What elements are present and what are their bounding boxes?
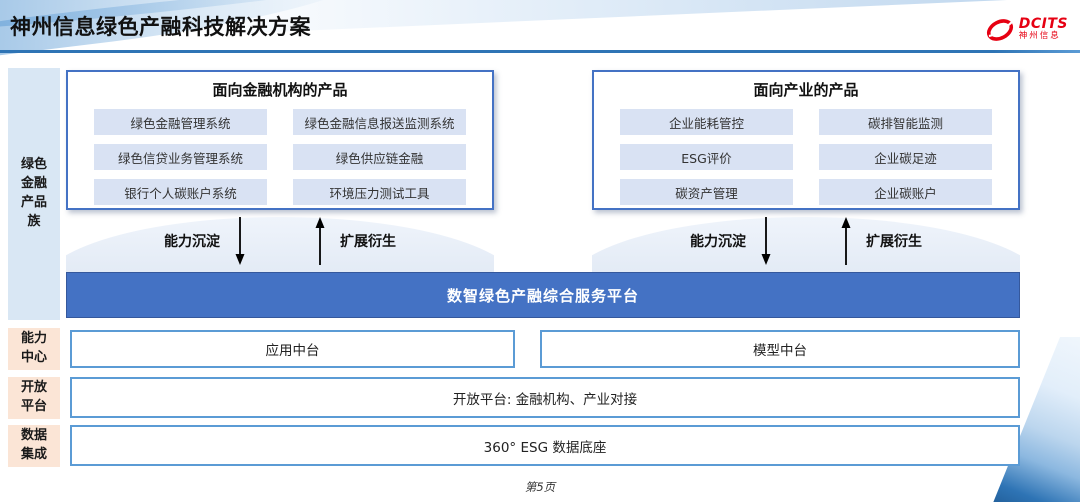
product-chip: 环境压力测试工具 [293,179,466,205]
open-platform-box: 开放平台: 金融机构、产业对接 [70,377,1020,418]
financial-box-title: 面向金融机构的产品 [212,81,348,99]
product-chip: 企业碳账户 [819,179,992,205]
arrow-up-icon [315,216,325,265]
industry-chip-grid: 企业能耗管控 碳排智能监测 ESG评价 企业碳足迹 碳资产管理 企业碳账户 [594,109,1018,205]
logo-brand: DCITS [1018,16,1068,33]
sidebar-item-open-platform: 开放 平台 [8,377,60,419]
dome-decoration [592,217,1020,272]
company-logo: DCITS 神州信息 [985,14,1068,44]
product-chip: 绿色供应链金融 [293,144,466,170]
product-chip: 碳资产管理 [620,179,793,205]
arrow-down-icon [761,216,771,265]
arrow-down-icon [235,216,245,265]
financial-products-box: 面向金融机构的产品 绿色金融管理系统 绿色金融信息报送监测系统 绿色信贷业务管理… [66,70,494,210]
logo-text: DCITS 神州信息 [1019,17,1068,41]
product-chip: 绿色金融信息报送监测系统 [293,109,466,135]
product-chip: 银行个人碳账户系统 [94,179,267,205]
model-middleware-box: 模型中台 [540,330,1020,368]
header-divider-line [0,50,1080,53]
page-title: 神州信息绿色产融科技解决方案 [10,15,311,39]
dome-decoration [66,217,494,272]
product-chip: 企业碳足迹 [819,144,992,170]
platform-bar: 数智绿色产融综合服务平台 [66,272,1020,318]
product-chip: 绿色信贷业务管理系统 [94,144,267,170]
product-chip: 绿色金融管理系统 [94,109,267,135]
sidebar-item-product-family: 绿色 金融 产品 族 [8,68,60,320]
expand-derive-label: 扩展衍生 [866,233,922,250]
product-chip: ESG评价 [620,144,793,170]
capability-settle-label: 能力沉淀 [690,233,746,250]
logo-brand-cn: 神州信息 [1018,30,1061,41]
financial-chip-grid: 绿色金融管理系统 绿色金融信息报送监测系统 绿色信贷业务管理系统 绿色供应链金融… [68,109,492,205]
page-number: 第5页 [524,480,556,494]
arrow-up-icon [841,216,851,265]
industry-products-box: 面向产业的产品 企业能耗管控 碳排智能监测 ESG评价 企业碳足迹 碳资产管理 … [592,70,1020,210]
dcits-swoosh-icon [986,19,1013,41]
sidebar-item-data-integration: 数据 集成 [8,425,60,467]
app-middleware-box: 应用中台 [70,330,515,368]
capability-settle-label: 能力沉淀 [164,233,220,250]
sidebar-item-capability-center: 能力 中心 [8,328,60,370]
header-swoosh-decoration-2 [179,0,1080,37]
expand-derive-label: 扩展衍生 [340,233,396,250]
capability-flow-zone-left: 能力沉淀 扩展衍生 [66,209,494,272]
product-chip: 企业能耗管控 [620,109,793,135]
product-chip: 碳排智能监测 [819,109,992,135]
capability-flow-zone-right: 能力沉淀 扩展衍生 [592,209,1020,272]
industry-box-title: 面向产业的产品 [753,81,859,99]
data-foundation-box: 360° ESG 数据底座 [70,425,1020,466]
